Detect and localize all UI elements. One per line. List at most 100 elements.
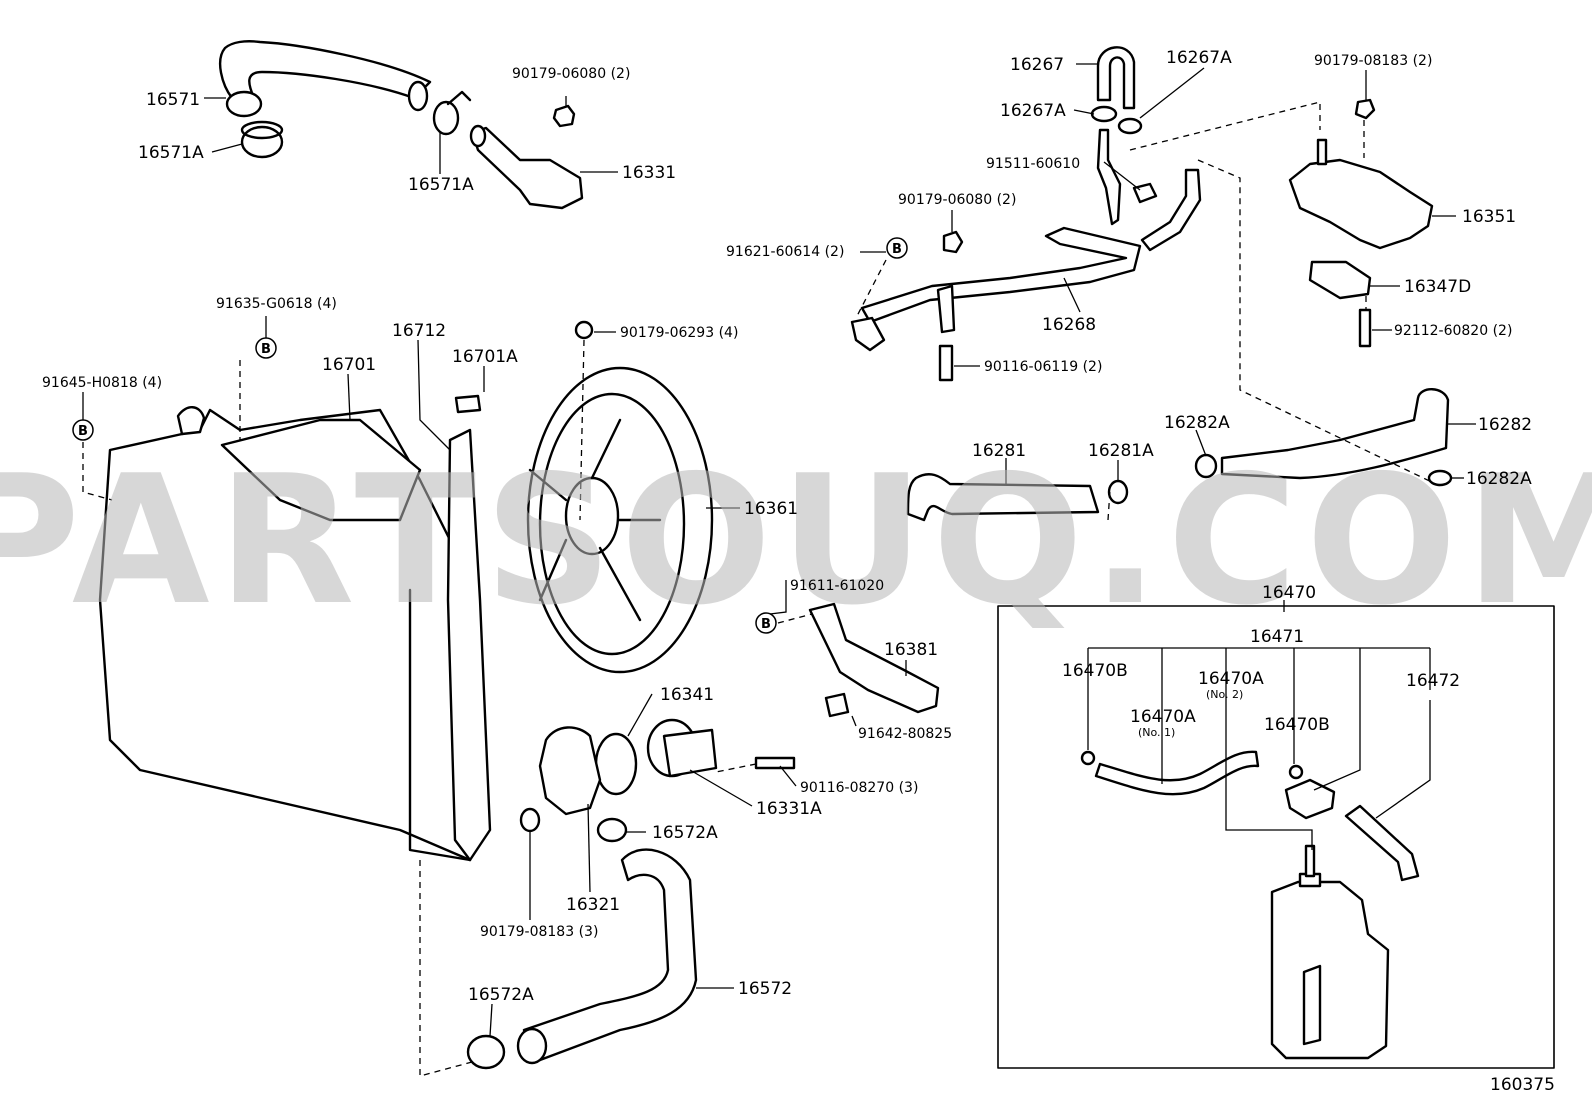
label-91621-60614[interactable]: 91621-60614 (2)	[726, 244, 844, 260]
valve-16470A-no2[interactable]	[1284, 778, 1336, 820]
clamp-16281A[interactable]	[1107, 479, 1129, 505]
hose-16571[interactable]	[218, 40, 432, 118]
clip-16701A[interactable]	[454, 394, 482, 414]
label-16361[interactable]: 16361	[744, 499, 798, 519]
label-91511-60610[interactable]: 91511-60610	[986, 156, 1080, 172]
label-16571A-left[interactable]: 16571A	[138, 143, 204, 163]
gasket-16347D[interactable]	[1308, 260, 1372, 300]
label-16267A-top[interactable]: 16267A	[1166, 48, 1232, 68]
clamp-16572A-top[interactable]	[596, 817, 628, 843]
label-16572[interactable]: 16572	[738, 979, 792, 999]
label-16351[interactable]: 16351	[1462, 207, 1516, 227]
stud-92112-60820[interactable]	[1358, 308, 1372, 348]
label-90179-08183-top[interactable]: 90179-08183 (2)	[1314, 53, 1432, 69]
label-16282[interactable]: 16282	[1478, 415, 1532, 435]
reservoir-box	[997, 605, 1555, 1069]
clamp-16267A-a[interactable]	[1090, 105, 1118, 123]
hose-16470A-no1[interactable]	[1094, 750, 1260, 796]
marker-b-3-text: B	[78, 424, 88, 439]
label-91645-H0818[interactable]: 91645-H0818 (4)	[42, 375, 162, 391]
gasket-16341[interactable]	[594, 732, 638, 796]
housing-16321[interactable]	[538, 726, 602, 816]
marker-b-1-text: B	[892, 242, 902, 257]
stud-90116-08270[interactable]	[754, 756, 796, 770]
nut-90179-06080-top[interactable]	[552, 104, 576, 128]
label-16572A-top[interactable]: 16572A	[652, 823, 718, 843]
clip-16470B-b[interactable]	[1288, 764, 1304, 780]
label-90179-06080-mid[interactable]: 90179-06080 (2)	[898, 192, 1016, 208]
clip-16470B-a[interactable]	[1080, 750, 1096, 766]
nut-90179-06080-mid[interactable]	[942, 230, 964, 254]
hose-16472-overflow[interactable]	[1344, 804, 1420, 882]
label-90179-06293[interactable]: 90179-06293 (4)	[620, 325, 738, 341]
label-16571[interactable]: 16571	[146, 90, 200, 110]
bracket-16381[interactable]	[808, 602, 940, 714]
nut-90179-06293[interactable]	[574, 320, 594, 340]
watermark-text: PARTSOUQ.COM	[0, 437, 1592, 644]
label-16470[interactable]: 16470	[1262, 583, 1316, 603]
label-92112-60820[interactable]: 92112-60820 (2)	[1394, 323, 1512, 339]
hose-16267[interactable]	[1096, 46, 1136, 110]
label-16282A-top[interactable]: 16282A	[1164, 413, 1230, 433]
label-16470B-left[interactable]: 16470B	[1062, 661, 1128, 681]
fan-16361[interactable]	[526, 366, 714, 674]
shroud-16712[interactable]	[446, 428, 492, 862]
label-16331A[interactable]: 16331A	[756, 799, 822, 819]
label-90179-08183-bottom[interactable]: 90179-08183 (3)	[480, 924, 598, 940]
clamp-16267A-b[interactable]	[1117, 117, 1143, 135]
label-16472[interactable]: 16472	[1406, 671, 1460, 691]
label-90179-06080-top[interactable]: 90179-06080 (2)	[512, 66, 630, 82]
label-16470A-no1-sub: (No. 1)	[1138, 726, 1175, 739]
label-16470A-no2-sub: (No. 2)	[1206, 688, 1243, 701]
bolt-91642-80825[interactable]	[824, 692, 850, 718]
label-16281A[interactable]: 16281A	[1088, 441, 1154, 461]
hose-16282[interactable]	[1220, 388, 1450, 480]
water-bypass-16351[interactable]	[1288, 138, 1434, 250]
label-91642-80825[interactable]: 91642-80825	[858, 726, 952, 742]
bolt-91511-60610[interactable]	[1132, 182, 1158, 204]
label-16470A-no1[interactable]: 16470A	[1130, 707, 1196, 727]
stud-90116-06119[interactable]	[938, 344, 954, 382]
reservoir-16472[interactable]	[1270, 844, 1390, 1060]
clamp-16571A-right[interactable]	[432, 90, 472, 136]
marker-b-2-text: B	[261, 342, 271, 357]
label-16331[interactable]: 16331	[622, 163, 676, 183]
label-16381[interactable]: 16381	[884, 640, 938, 660]
marker-b-4: B	[755, 612, 777, 634]
label-91635-G0618[interactable]: 91635-G0618 (4)	[216, 296, 337, 312]
label-16282A-right[interactable]: 16282A	[1466, 469, 1532, 489]
diagram-code: 160375	[1490, 1075, 1555, 1095]
clamp-16282A-b[interactable]	[1427, 469, 1453, 487]
label-16471[interactable]: 16471	[1250, 627, 1304, 647]
label-91611-61020[interactable]: 91611-61020	[790, 578, 884, 594]
label-16470B-right[interactable]: 16470B	[1264, 715, 1330, 735]
label-16341[interactable]: 16341	[660, 685, 714, 705]
hose-16281[interactable]	[906, 473, 1100, 522]
thermostat-16331A[interactable]	[646, 718, 718, 778]
clamp-16571A-left[interactable]	[240, 120, 284, 159]
pipe-16268[interactable]	[850, 128, 1202, 352]
hose-16572[interactable]	[516, 848, 698, 1065]
water-outlet-16331[interactable]	[469, 124, 584, 210]
clamp-16572A-bottom[interactable]	[466, 1034, 506, 1070]
marker-b-2: B	[255, 337, 277, 359]
label-16321[interactable]: 16321	[566, 895, 620, 915]
label-16268[interactable]: 16268	[1042, 315, 1096, 335]
nut-90179-08183-bottom[interactable]	[519, 807, 541, 833]
radiator-16701[interactable]	[98, 406, 472, 862]
nut-90179-08183-top[interactable]	[1354, 98, 1376, 120]
label-16470A-no2[interactable]: 16470A	[1198, 669, 1264, 689]
marker-b-4-text: B	[761, 617, 771, 632]
label-16701A[interactable]: 16701A	[452, 347, 518, 367]
label-90116-06119[interactable]: 90116-06119 (2)	[984, 359, 1102, 375]
label-16572A-bottom[interactable]: 16572A	[468, 985, 534, 1005]
label-16267[interactable]: 16267	[1010, 55, 1064, 75]
label-16701[interactable]: 16701	[322, 355, 376, 375]
label-90116-08270[interactable]: 90116-08270 (3)	[800, 780, 918, 796]
label-16281[interactable]: 16281	[972, 441, 1026, 461]
label-16571A-right[interactable]: 16571A	[408, 175, 474, 195]
label-16267A-left[interactable]: 16267A	[1000, 101, 1066, 121]
label-16347D[interactable]: 16347D	[1404, 277, 1471, 297]
label-16712[interactable]: 16712	[392, 321, 446, 341]
